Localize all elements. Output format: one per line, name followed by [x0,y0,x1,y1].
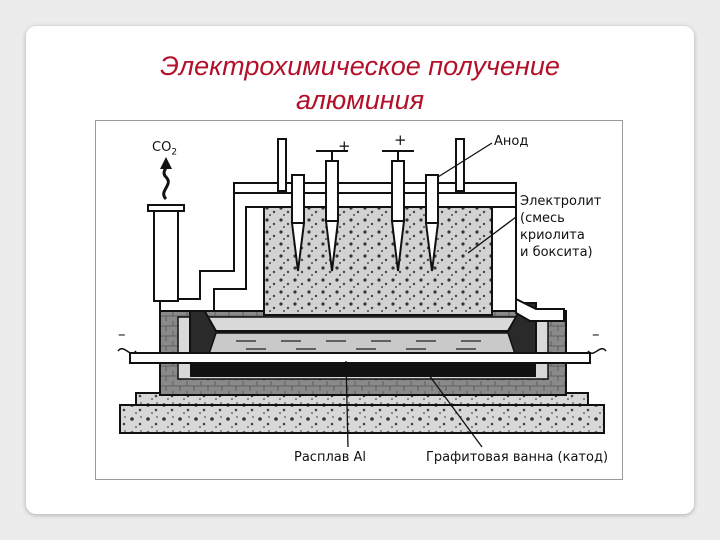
anode-left-outer [277,138,306,272]
anode-right-outer [424,138,465,272]
cathode-minus-sign-left: – [118,325,126,343]
cathode-label: Графитовая ванна (катод) [426,450,609,465]
molten-aluminum-label: Расплав Al [294,450,367,465]
cell-drawing [117,138,607,448]
anode-left-inner [316,150,348,272]
exhaust-pipe [147,157,185,302]
anode-plus-sign-right: + [394,131,407,149]
electrolyte-label-line-1: Электролит [520,194,602,209]
cell-cover [159,182,565,322]
foundation-block [119,392,605,434]
anode-plus-sign-left: + [338,137,351,155]
electrolysis-cell-diagram: CO2 + + Анод Электролит (смесь криолита … [95,120,623,480]
leader-lines [345,142,517,448]
electrolyte-label-line-2: (смесь [520,211,565,226]
electrolyte-label: Электролит (смесь криолита и боксита) [520,193,601,261]
electrolyte-label-line-3: криолита [520,228,585,243]
gas-label: CO2 [152,140,178,158]
anode-label: Анод [494,134,529,149]
title-line-2: алюминия [295,85,425,115]
cathode-collector-bar [117,348,607,364]
electrolyte-label-line-4: и боксита) [520,245,593,260]
anode-right-inner [382,150,414,272]
slide-title: Электрохимическое получение алюминия [0,49,720,117]
cathode-minus-sign-right: – [592,325,600,343]
title-line-1: Электрохимическое получение [160,51,560,81]
